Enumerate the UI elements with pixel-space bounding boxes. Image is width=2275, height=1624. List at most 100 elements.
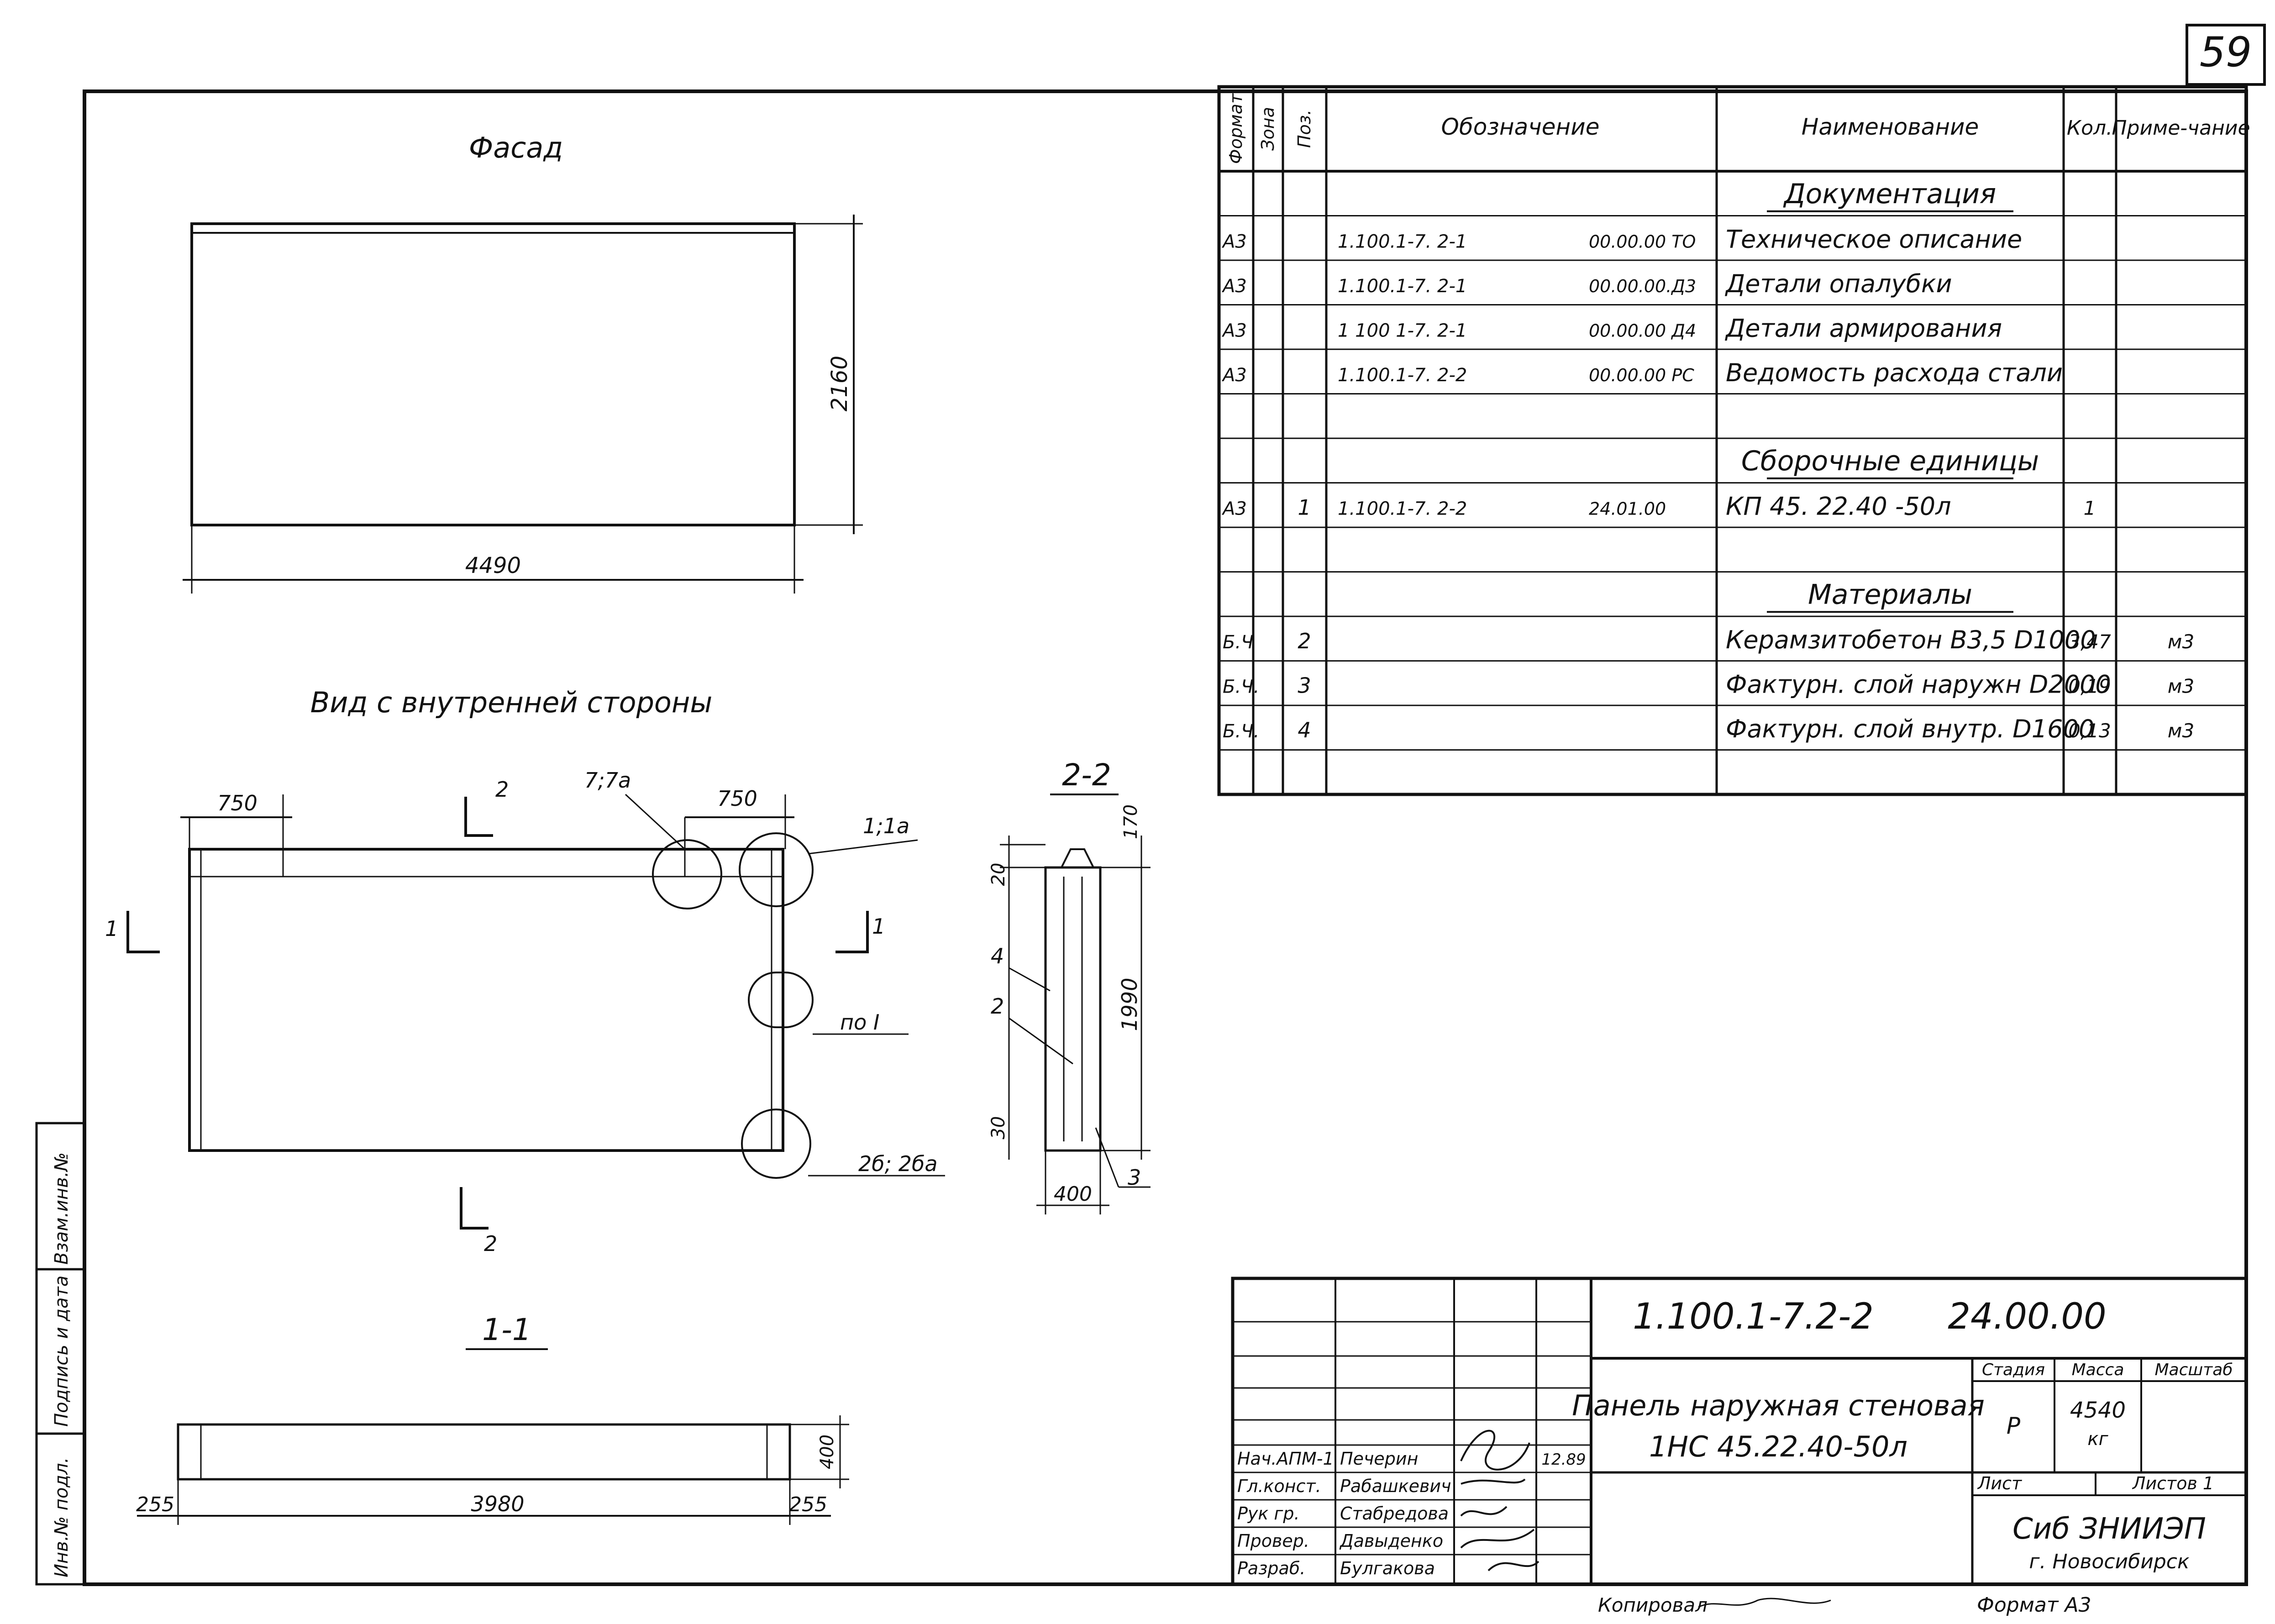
section-1-1: 1-1 255 3980 255 400 bbox=[136, 1312, 849, 1525]
side-stamp: Взам.инв.№ Подпись и дата Инв.№ подл. bbox=[35, 1122, 86, 1586]
facade-dim-width: 4490 bbox=[465, 553, 521, 578]
inner-dim-right: 750 bbox=[717, 786, 757, 811]
spec-cell-format: Б.Ч bbox=[1223, 632, 1254, 653]
section22-dim-170: 170 bbox=[1120, 804, 1141, 839]
spec-cell-qty: 0,19 bbox=[2068, 675, 2111, 698]
spec-cell-name: КП 45. 22.40 -50л bbox=[1726, 492, 1951, 521]
spec-cell-format: А3 bbox=[1221, 499, 1247, 520]
role-name: Булгакова bbox=[1340, 1558, 1435, 1578]
stamp-vzam: Взам.инв.№ bbox=[51, 1152, 72, 1265]
spec-cell-des2: 00.00.00.Д3 bbox=[1589, 276, 1696, 296]
title-mass: 4540 bbox=[2070, 1398, 2126, 1423]
section11-title: 1-1 bbox=[482, 1312, 531, 1347]
spec-section-title: Материалы bbox=[1808, 579, 1972, 611]
section22-dim-30: 30 bbox=[988, 1116, 1009, 1140]
spec-cell-des1: 1.100.1-7. 2-2 bbox=[1338, 499, 1467, 520]
spec-header-note: Приме-чание bbox=[2112, 116, 2250, 140]
spec-cell-name: Детали армирования bbox=[1725, 314, 2002, 343]
stamp-inv-podl: Инв.№ подл. bbox=[51, 1457, 72, 1577]
section11-dim-mid: 3980 bbox=[471, 1492, 524, 1516]
spec-cell-pos: 2 bbox=[1298, 629, 1311, 653]
section11-dim-left: 255 bbox=[136, 1493, 174, 1516]
spec-section-title: Сборочные единицы bbox=[1741, 445, 2039, 477]
spec-cell-format: А3 bbox=[1221, 321, 1247, 342]
inner-dim-left: 750 bbox=[217, 791, 257, 815]
section11-dim-height: 400 bbox=[817, 1435, 838, 1469]
spec-cell-note: м3 bbox=[2168, 675, 2194, 698]
title-stage-label: Стадия bbox=[1982, 1361, 2045, 1379]
spec-cell-name: Фактурн. слой внутр. D1600 bbox=[1726, 715, 2094, 743]
role-label: Разраб. bbox=[1237, 1558, 1305, 1578]
spec-header-zone: Зона bbox=[1258, 107, 1278, 151]
role-label: Рук гр. bbox=[1237, 1503, 1300, 1524]
facade-view: Фасад 4490 2160 bbox=[183, 131, 863, 594]
spec-table: Формат Зона Поз. Обозначение Наименовани… bbox=[1217, 85, 2250, 796]
title-product-mark: 1НС 45.22.40-50л bbox=[1649, 1430, 1907, 1463]
section22-pos-3: 3 bbox=[1128, 1165, 1141, 1190]
spec-cell-name: Фактурн. слой наружн D2000 bbox=[1726, 670, 2111, 699]
spec-cell-format: А3 bbox=[1221, 231, 1247, 252]
spec-cell-des1: 1.100.1-7. 2-1 bbox=[1338, 231, 1467, 252]
section-mark-2-top: 2 bbox=[495, 777, 509, 802]
spec-cell-des2: 00.00.00 ТО bbox=[1589, 232, 1696, 252]
section22-dim-20: 20 bbox=[988, 863, 1009, 886]
signature-1 bbox=[1460, 1430, 1530, 1471]
spec-cell-qty: 0,13 bbox=[2068, 720, 2111, 742]
copied-signature bbox=[1698, 1598, 1831, 1608]
spec-cell-des2: 00.00.00 Д4 bbox=[1589, 321, 1696, 341]
facade-title: Фасад bbox=[469, 131, 563, 164]
spec-cell-name: Техническое описание bbox=[1726, 225, 2022, 254]
footer-copied: Копировал bbox=[1598, 1594, 1708, 1616]
section11-dim-right: 255 bbox=[789, 1493, 827, 1516]
spec-cell-des1: 1.100.1-7. 2-2 bbox=[1338, 365, 1467, 386]
title-stage: Р bbox=[2007, 1413, 2021, 1439]
spec-cell-des2: 00.00.00 РС bbox=[1589, 365, 1694, 385]
title-scale-label: Масштаб bbox=[2154, 1361, 2233, 1379]
spec-header-designation: Обозначение bbox=[1441, 114, 1600, 140]
spec-header-pos: Поз. bbox=[1294, 110, 1314, 148]
spec-cell-des2: 24.01.00 bbox=[1589, 499, 1666, 519]
role-name: Стабредова bbox=[1340, 1503, 1449, 1524]
role-name: Печерин bbox=[1340, 1449, 1418, 1469]
title-mass-label: Масса bbox=[2072, 1361, 2124, 1379]
spec-cell-format: А3 bbox=[1221, 276, 1247, 297]
spec-cell-note: м3 bbox=[2168, 720, 2194, 742]
section22-dim-1990: 1990 bbox=[1117, 978, 1142, 1031]
title-sheet-label: Лист bbox=[1977, 1473, 2023, 1493]
role-name: Давыденко bbox=[1339, 1531, 1443, 1551]
role-name: Рабашкевич bbox=[1340, 1476, 1451, 1496]
callout-11a: 1;1а bbox=[863, 814, 909, 838]
sheet-number: 59 bbox=[2200, 28, 2252, 76]
title-mass-unit: кг bbox=[2087, 1429, 2108, 1450]
inner-view: Вид с внутренней стороны 750 750 7;7а 1;… bbox=[105, 686, 945, 1256]
section-mark-1-right: 1 bbox=[872, 914, 885, 939]
spec-cell-name: Керамзитобетон В3,5 D1000 bbox=[1726, 625, 2096, 654]
stamp-podpis: Подпись и дата bbox=[51, 1276, 72, 1427]
section22-pos-4: 4 bbox=[991, 944, 1004, 968]
section-mark-2-bottom: 2 bbox=[484, 1231, 497, 1256]
signature-3 bbox=[1460, 1506, 1508, 1517]
title-code2: 24.00.00 bbox=[1948, 1296, 2106, 1337]
spec-cell-name: Ведомость расхода стали bbox=[1726, 358, 2063, 387]
spec-cell-des1: 1.100.1-7. 2-1 bbox=[1338, 276, 1467, 297]
callout-po1: по I bbox=[840, 1010, 879, 1035]
role-label: Провер. bbox=[1237, 1531, 1309, 1551]
spec-cell-format: Б.Ч. bbox=[1223, 721, 1259, 742]
title-city: г. Новосибирск bbox=[2029, 1550, 2190, 1573]
title-code: 1.100.1-7.2-2 bbox=[1633, 1296, 1874, 1337]
spec-cell-des1: 1 100 1-7. 2-1 bbox=[1338, 321, 1467, 342]
section22-title: 2-2 bbox=[1062, 757, 1111, 793]
spec-cell-pos: 1 bbox=[1298, 495, 1311, 520]
spec-section-title: Документация bbox=[1783, 178, 1996, 210]
spec-cell-qty: 1 bbox=[2084, 497, 2096, 520]
title-sheets-label: Листов 1 bbox=[2132, 1473, 2214, 1493]
facade-dim-height: 2160 bbox=[827, 356, 852, 411]
spec-cell-qty: 3,47 bbox=[2068, 631, 2111, 653]
role-label: Гл.конст. bbox=[1237, 1476, 1321, 1496]
spec-cell-pos: 4 bbox=[1298, 718, 1311, 742]
spec-header-name: Наименование bbox=[1802, 114, 1979, 140]
title-product-name: Панель наружная стеновая bbox=[1572, 1389, 1985, 1422]
spec-cell-format: А3 bbox=[1221, 365, 1247, 386]
